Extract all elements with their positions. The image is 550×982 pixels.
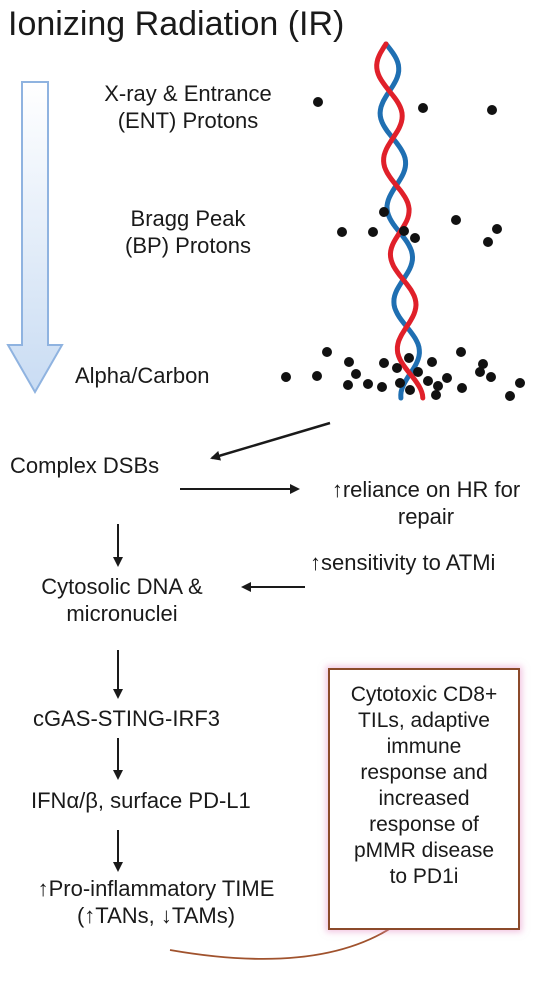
radiation-type-line: X-ray & Entrance bbox=[104, 81, 272, 106]
outcome-line: immune bbox=[386, 735, 462, 759]
outcome-text: Cytotoxic CD8+ TILs, adaptive immune res… bbox=[330, 670, 518, 890]
dna-strand-red bbox=[374, 41, 426, 401]
energy-gradient-arrow bbox=[6, 81, 64, 395]
ionization-dot bbox=[433, 381, 443, 391]
ionization-dot bbox=[483, 237, 493, 247]
ionization-dot bbox=[399, 226, 409, 236]
ionization-dot bbox=[404, 353, 414, 363]
ionization-dot bbox=[418, 103, 428, 113]
node-ifn-pdl1: IFNα/β, surface PD-L1 bbox=[31, 788, 251, 813]
ionization-dot bbox=[431, 390, 441, 400]
ionization-dot bbox=[379, 358, 389, 368]
ionization-dot bbox=[505, 391, 515, 401]
ionization-dot bbox=[427, 357, 437, 367]
hr-reliance-line: repair bbox=[397, 503, 455, 529]
outcome-line: response of bbox=[369, 813, 479, 837]
time-line: (↑TANs, ↓TAMs) bbox=[76, 902, 236, 928]
node-cgas-sting-irf3: cGAS-STING-IRF3 bbox=[33, 706, 221, 731]
ionization-dot bbox=[377, 382, 387, 392]
ionization-dot bbox=[368, 227, 378, 237]
title: Ionizing Radiation (IR) bbox=[8, 5, 345, 43]
node-pro-inflammatory-time: ↑Pro-inflammatory TIME (↑TANs, ↓TAMs) bbox=[6, 876, 306, 930]
outcome-line: Cytotoxic CD8+ bbox=[350, 683, 498, 706]
ionization-dot bbox=[351, 369, 361, 379]
outcome-line: response and bbox=[360, 761, 488, 785]
ionization-dot bbox=[457, 383, 467, 393]
ionization-dot bbox=[413, 367, 423, 377]
ionization-dot bbox=[478, 359, 488, 369]
ionization-dot bbox=[442, 373, 452, 383]
ionization-dot bbox=[456, 347, 466, 357]
hr-reliance-line: ↑reliance on HR for bbox=[331, 477, 521, 502]
ionization-dot bbox=[281, 372, 291, 382]
node-atmi-sensitivity: ↑sensitivity to ATMi bbox=[310, 550, 496, 575]
ionization-dot bbox=[492, 224, 502, 234]
arrow-time-to-outcome bbox=[169, 916, 408, 960]
ionization-dot bbox=[379, 207, 389, 217]
node-hr-reliance: ↑reliance on HR for repair bbox=[306, 477, 546, 531]
ionization-dot bbox=[322, 347, 332, 357]
ionization-dot bbox=[337, 227, 347, 237]
outcome-line: TILs, adaptive bbox=[358, 709, 490, 733]
dna-strand-blue bbox=[377, 41, 422, 401]
node-complex-dsbs: Complex DSBs bbox=[10, 453, 160, 478]
outcome-line: pMMR disease bbox=[353, 839, 495, 863]
radiation-type-xray-ent: X-ray & Entrance (ENT) Protons bbox=[68, 81, 308, 135]
ionization-dot bbox=[405, 385, 415, 395]
ionization-dot bbox=[344, 357, 354, 367]
ionization-dot bbox=[423, 376, 433, 386]
cytosolic-line: Cytosolic DNA & bbox=[41, 574, 203, 599]
ionization-dot bbox=[475, 367, 485, 377]
ionization-dot bbox=[313, 97, 323, 107]
cytosolic-line: micronuclei bbox=[66, 600, 178, 626]
ionization-dot bbox=[486, 372, 496, 382]
time-line: ↑Pro-inflammatory TIME bbox=[37, 876, 275, 901]
outcome-box: Cytotoxic CD8+ TILs, adaptive immune res… bbox=[328, 668, 520, 930]
ionization-dot bbox=[395, 378, 405, 388]
outcome-line: to PD1i bbox=[389, 865, 459, 889]
radiation-type-line: Bragg Peak bbox=[130, 206, 246, 231]
outcome-line: increased bbox=[378, 787, 470, 811]
node-cytosolic-dna: Cytosolic DNA & micronuclei bbox=[8, 574, 236, 628]
ionization-dot bbox=[487, 105, 497, 115]
radiation-type-bragg-peak: Bragg Peak (BP) Protons bbox=[68, 206, 308, 260]
ionization-dot bbox=[392, 363, 402, 373]
ionization-dot bbox=[312, 371, 322, 381]
arrow-to-complex-dsbs bbox=[210, 421, 331, 461]
ionization-dot bbox=[363, 379, 373, 389]
ionization-dot bbox=[451, 215, 461, 225]
ionization-events bbox=[281, 97, 525, 401]
ionization-dot bbox=[410, 233, 420, 243]
ionization-dot bbox=[343, 380, 353, 390]
radiation-type-alpha-carbon: Alpha/Carbon bbox=[75, 363, 210, 388]
radiation-type-line: (ENT) Protons bbox=[117, 107, 259, 133]
radiation-type-line: (BP) Protons bbox=[125, 232, 251, 258]
ionization-dot bbox=[515, 378, 525, 388]
